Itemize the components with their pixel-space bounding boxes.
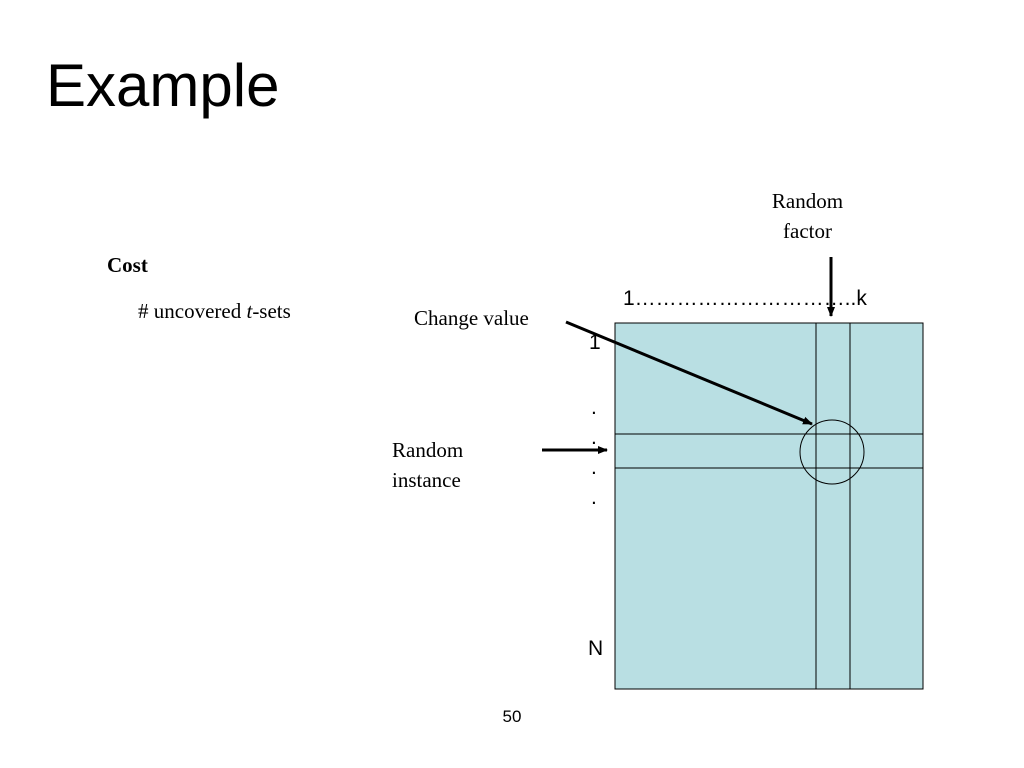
page-number: 50 [502,707,522,726]
cost-bullet-suffix: -sets [252,299,291,323]
random-instance-label: Random instance [392,435,463,495]
row-dot: . [591,426,597,449]
row-dots: . . . . [591,396,597,509]
random-instance-label-line2: instance [392,468,461,492]
row-dot: . [591,486,597,509]
random-factor-label-line2: factor [783,219,832,243]
cost-bullet-italic: t [246,299,253,323]
change-value-arrow [565,320,813,426]
matrix-rect [614,322,924,690]
row-dot: . [591,456,597,479]
random-instance-label-line1: Random [392,438,464,462]
cost-bullet-prefix: # uncovered [138,299,247,323]
row-dot: . [591,396,597,419]
column-axis-label: 1…………………………..k [623,287,867,310]
cost-heading: Cost [107,253,148,277]
changed-cell-circle [799,419,865,485]
row-end-label: N [588,637,604,660]
cost-bullet: # uncovered t-sets [138,298,291,324]
random-factor-column [815,322,851,690]
random-factor-label-line1: Random [771,189,844,213]
row-start-label: 1 [589,331,601,354]
random-instance-row [614,433,924,469]
slide-title: Example [46,52,280,119]
random-factor-label: Random factor [745,186,870,246]
change-value-label: Change value [414,306,529,330]
